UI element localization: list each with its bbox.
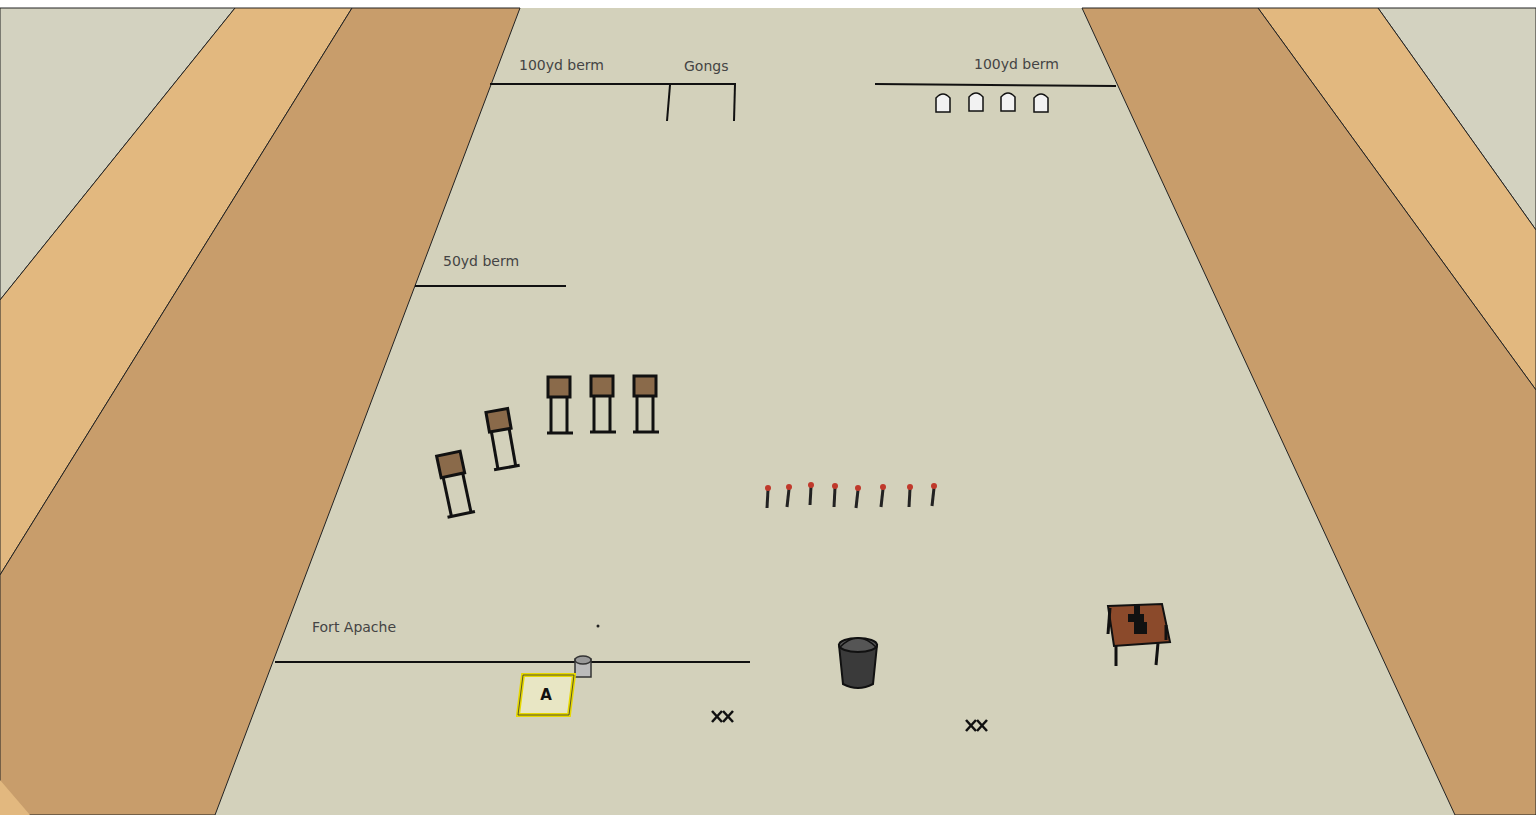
range-label: Gongs (684, 58, 728, 74)
marked-square: A (516, 672, 576, 718)
range-label: 50yd berm (443, 253, 519, 269)
range-label: 100yd berm (519, 57, 604, 73)
square-letter: A (516, 686, 576, 704)
range-label: Fort Apache (312, 619, 396, 635)
range-label: 100yd berm (974, 56, 1059, 72)
